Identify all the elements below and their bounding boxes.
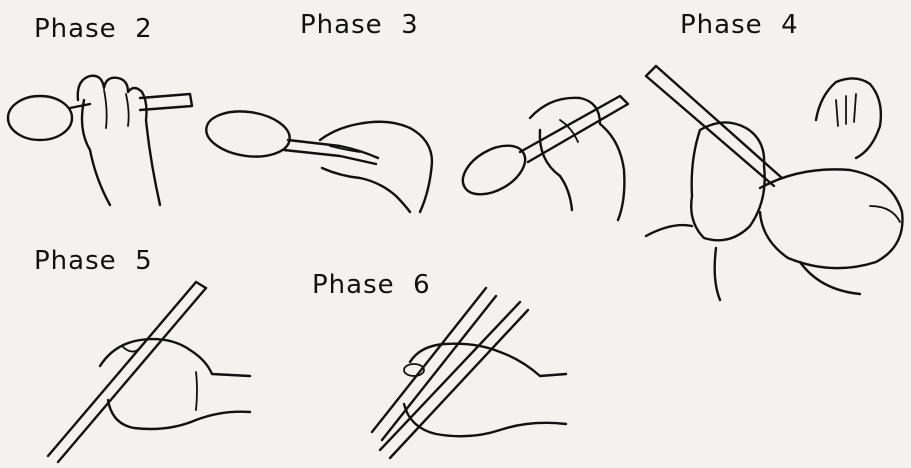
spoon-bowl — [8, 96, 72, 140]
hand-bottom — [404, 404, 566, 436]
thumb — [122, 346, 140, 352]
spoon-neck — [70, 104, 90, 108]
phase-5-hand-chopsticks-drawing — [48, 282, 250, 462]
chopstick — [646, 76, 774, 186]
finger-line — [126, 94, 129, 126]
chopstick — [48, 282, 196, 456]
hand-front — [540, 130, 572, 210]
spoon-bowl — [203, 106, 292, 161]
spoon-handle — [520, 96, 628, 162]
hand-top — [410, 344, 566, 376]
child-hair — [816, 78, 881, 158]
phase-2-fist-spoon-drawing — [8, 76, 192, 205]
chopstick-end — [646, 66, 656, 76]
chopstick — [380, 302, 520, 450]
spoon-bowl — [455, 136, 534, 205]
fist-knuckles — [78, 76, 160, 205]
phase-3-hand-spoon-drawing — [203, 106, 432, 212]
phase-4-child-chopsticks-drawing — [646, 66, 902, 300]
bowl-head — [760, 169, 902, 268]
hand-back — [320, 122, 432, 212]
chopstick — [382, 296, 496, 440]
spoon-handle — [140, 94, 192, 110]
phase-3b-hand-spoon-drawing — [455, 96, 628, 220]
other-hand — [870, 206, 900, 222]
hand-top — [100, 339, 250, 376]
finger-line — [104, 90, 107, 128]
phase-6-hand-chopsticks-drawing — [372, 288, 566, 458]
hand-bottom — [108, 400, 250, 429]
child-fist — [691, 122, 765, 240]
chopstick — [58, 288, 206, 462]
chopstick-tip — [196, 282, 206, 288]
hand-palm — [322, 168, 410, 212]
hair-strands — [836, 94, 856, 126]
chopstick — [372, 288, 486, 432]
child-body — [646, 225, 860, 300]
finger-line — [196, 372, 197, 410]
